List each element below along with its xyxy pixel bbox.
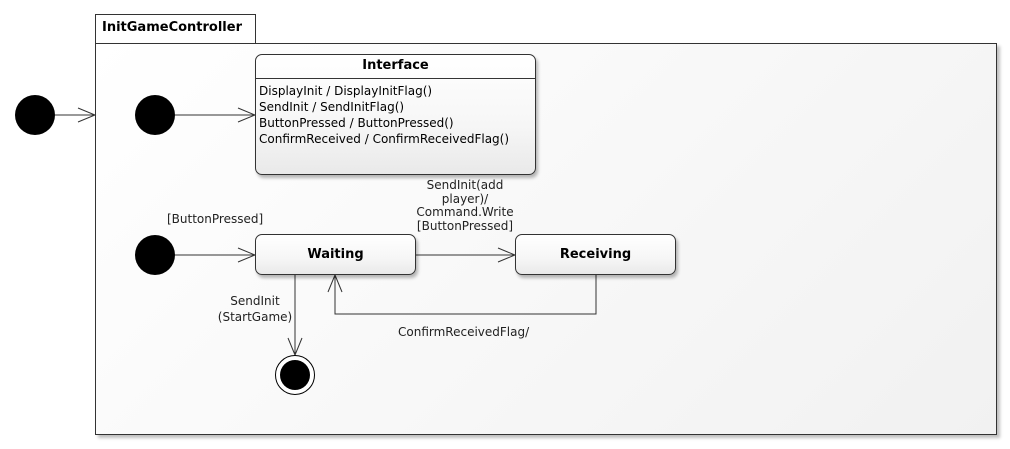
receiving-state[interactable]: Receiving: [515, 234, 676, 275]
waiting-to-final-label-line: SendInit: [230, 294, 280, 308]
internal-transition: ConfirmReceived / ConfirmReceivedFlag(): [259, 132, 510, 146]
waiting-to-final-label: SendInit (StartGame): [210, 293, 300, 325]
receiving-state-title: Receiving: [559, 247, 632, 262]
receiving-to-waiting-label: ConfirmReceivedFlag/: [398, 325, 530, 339]
final-node-core: [280, 360, 310, 390]
waiting-state[interactable]: Waiting: [255, 234, 416, 275]
initial-guard-label: [ButtonPressed]: [167, 212, 264, 226]
waiting-to-receiving-label-line: SendInit(add: [426, 178, 504, 192]
receiving-to-waiting-transition: [334, 275, 597, 315]
outer-initial-arrowhead: [77, 107, 97, 123]
waiting-to-receiving-label-line: player)/: [441, 191, 489, 206]
waiting-to-receiving-label-line: Command.Write: [416, 205, 514, 219]
internal-transition: ButtonPressed / ButtonPressed(): [259, 116, 454, 130]
final-node: [275, 355, 315, 395]
interface-state[interactable]: Interface DisplayInit / DisplayInitFlag(…: [255, 54, 536, 175]
interface-state-title: Interface: [256, 55, 535, 79]
internal-transition: DisplayInit / DisplayInitFlag(): [259, 84, 433, 98]
internal-transition: SendInit / SendInitFlag(): [259, 100, 405, 114]
waiting-to-receiving-label-line: [ButtonPressed]: [416, 218, 514, 233]
interface-initial-node: [135, 95, 175, 135]
waiting-state-title: Waiting: [307, 247, 364, 262]
waiting-to-final-label-line: (StartGame): [217, 310, 293, 324]
internal-transitions-list: DisplayInit / DisplayInitFlag() SendInit…: [256, 79, 535, 147]
waiting-initial-node: [135, 235, 175, 275]
package-tab: InitGameController: [95, 14, 256, 43]
outer-initial-node: [15, 95, 55, 135]
receiving-to-waiting-arrowhead: [327, 273, 343, 293]
package-name: InitGameController: [102, 20, 242, 35]
waiting-to-receiving-label: SendInit(add player)/ Command.Write [But…: [405, 178, 525, 233]
